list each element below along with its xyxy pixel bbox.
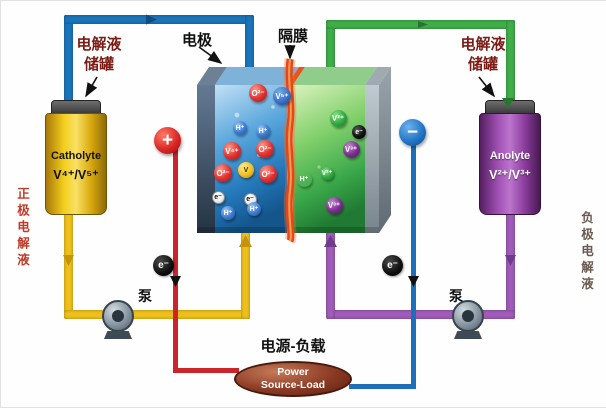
- anolyte-couple: V²⁺/V³⁺: [489, 168, 531, 182]
- positive-half-top-face: [215, 67, 299, 85]
- electron-circuit-left: e⁻: [153, 255, 174, 276]
- catholyte-tank: Catholyte V⁴⁺/V⁵⁺: [45, 113, 107, 215]
- pipe-blue-top-horizontal: [64, 15, 254, 24]
- negative-half-top-face: [293, 67, 377, 85]
- wire-red-horizontal: [173, 368, 239, 373]
- right-tank-label: 电解液 储罐: [443, 35, 523, 74]
- negative-half-cell: [293, 85, 365, 233]
- right-pump-hub: [462, 310, 474, 322]
- membrane-highlight: [288, 58, 292, 242]
- left-electrode-top-face: [197, 67, 227, 85]
- ion-proton-2: H⁺: [256, 124, 270, 138]
- power-source-load: Power Source-Load: [234, 361, 352, 397]
- wire-blue-horizontal: [349, 384, 416, 389]
- left-pump-label: 泵: [138, 288, 152, 304]
- positive-electrolyte-label: 正极电解液: [15, 187, 29, 270]
- left-tank-pointer-arrow: [85, 76, 98, 98]
- positive-terminal: +: [154, 127, 181, 154]
- negative-terminal: −: [399, 119, 426, 146]
- ion-proton-membrane: H⁺: [297, 172, 312, 187]
- ion-v2-top: V²⁺: [329, 109, 347, 127]
- ion-proton-4: H⁺: [247, 202, 261, 216]
- right-tank-label-line1: 电解液: [460, 36, 506, 53]
- ion-electron-cell-right: e⁻: [352, 125, 366, 139]
- pipe-yellow-cell-inlet: [241, 229, 250, 319]
- left-electrode: [197, 85, 215, 233]
- left-tank-label-line2: 储罐: [83, 55, 114, 73]
- right-pump-label: 泵: [449, 288, 463, 304]
- electron-circuit-right: e⁻: [382, 255, 403, 276]
- electrode-label: 电极: [181, 32, 212, 49]
- anolyte-tank: Anolyte V²⁺/V³⁺: [479, 113, 541, 215]
- right-pump-base: [454, 331, 482, 339]
- left-tank-label: 电解液 储罐: [59, 35, 139, 74]
- cell-stack: [197, 58, 391, 244]
- catholyte-name: Catholyte: [50, 150, 102, 162]
- ion-proton-3: H⁺: [221, 206, 235, 220]
- ion-proton-1: H⁺: [233, 121, 247, 135]
- cell-side-face: [379, 67, 391, 233]
- positive-half-cell: [215, 85, 287, 233]
- left-pump-base: [104, 331, 132, 339]
- ion-v5-top: V⁵⁺: [273, 87, 291, 105]
- pipe-yellow-bottom-horizontal: [64, 310, 250, 319]
- right-tank-label-line2: 储罐: [467, 55, 498, 73]
- power-oval-line2: Source-Load: [260, 379, 326, 391]
- left-tank-label-line1: 电解液: [76, 36, 122, 53]
- ion-vanadium-center: V: [238, 162, 254, 178]
- right-electrode: [365, 85, 379, 233]
- ion-electron-cell-2: e⁻: [243, 192, 257, 206]
- pipe-purple-bottom-horizontal: [330, 310, 515, 319]
- ion-v2-small: V²⁺: [320, 166, 334, 180]
- right-electrode-top-face: [365, 67, 391, 85]
- ion-oxide-top: O²⁻: [249, 84, 267, 102]
- pipe-green-right-vertical: [506, 20, 515, 110]
- ion-electron-cell-1: e⁻: [211, 190, 225, 204]
- ion-oxide-left: O²⁻: [214, 164, 232, 182]
- power-oval-line1: Power: [277, 365, 309, 378]
- pipe-purple-cell-inlet: [326, 229, 335, 319]
- right-tank-pointer-arrow: [478, 76, 495, 98]
- catholyte-couple: V⁴⁺/V⁵⁺: [53, 168, 99, 182]
- pipe-blue-left-vertical: [64, 15, 73, 110]
- wire-blue-vertical: [411, 143, 416, 389]
- membrane-top-face: [287, 67, 305, 85]
- membrane-label: 隔膜: [277, 28, 308, 45]
- left-pump-hub: [112, 310, 124, 322]
- ion-oxide-right: O²⁻: [259, 165, 277, 183]
- pipe-green-cell-outlet: [326, 20, 335, 73]
- membrane: [285, 58, 295, 243]
- ion-v3-lower: V³⁺: [325, 196, 343, 214]
- negative-electrolyte-label: 负极电解液: [579, 211, 593, 294]
- pipe-blue-cell-inlet: [245, 15, 254, 71]
- wire-red-vertical: [173, 149, 178, 373]
- ion-v4: V⁴⁺: [223, 142, 241, 160]
- ion-oxide-mid: O²⁻: [256, 140, 274, 158]
- ion-v3-upper: V³⁺: [342, 140, 360, 158]
- power-load-label-cn: 电源-负载: [260, 338, 326, 355]
- anolyte-name: Anolyte: [489, 150, 531, 162]
- pipe-green-top-horizontal: [326, 20, 515, 29]
- membrane-glow: [283, 58, 297, 244]
- pipe-yellow-left-vertical: [64, 211, 73, 319]
- pipe-purple-right-vertical: [506, 211, 515, 319]
